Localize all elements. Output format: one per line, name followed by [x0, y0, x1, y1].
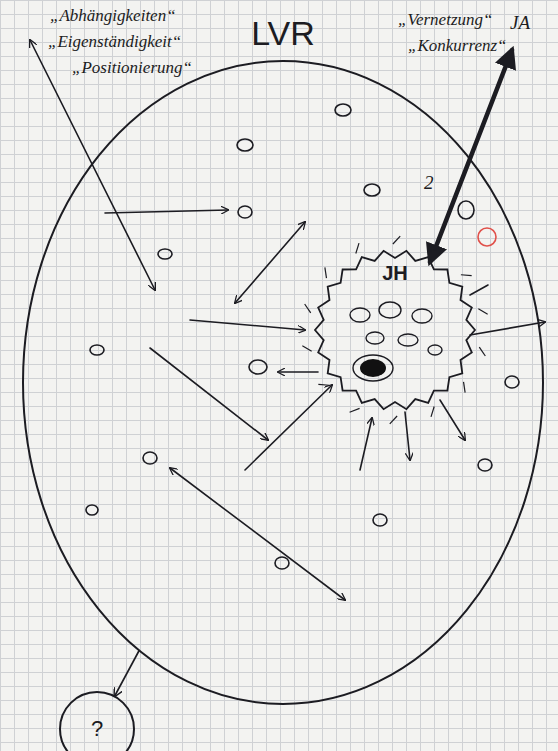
note-label: „Eigenständigkeit“	[48, 32, 181, 52]
red-circle	[478, 228, 496, 246]
connector-arrow	[114, 650, 139, 696]
scribble-tick	[478, 309, 487, 314]
arrow	[405, 412, 410, 460]
region-ellipse-outline	[20, 12, 546, 707]
node-label: ?	[58, 690, 136, 751]
thick-arrow	[430, 50, 512, 262]
scribble-tick	[305, 304, 311, 313]
scribble-tick	[318, 384, 329, 386]
scribble-tick	[302, 346, 311, 351]
scribble-tick	[430, 248, 440, 252]
arrow	[235, 222, 305, 303]
eye-outline	[353, 355, 393, 381]
region-outline	[23, 61, 543, 704]
arrow	[170, 468, 345, 600]
scribble-tick	[356, 243, 359, 253]
doodle-circle	[412, 309, 432, 323]
note-label: 2	[424, 172, 434, 194]
arrow	[470, 322, 545, 335]
doodle-circle	[379, 302, 401, 318]
scribble-tick	[479, 347, 485, 356]
arrow	[190, 320, 305, 330]
scribble-tick	[350, 408, 360, 412]
note-label: „Vernetzung“	[398, 10, 492, 30]
scribble-tick	[464, 382, 466, 393]
arrow	[360, 418, 372, 470]
doodle-circle	[350, 308, 370, 322]
note-label: „Konkurrenz“	[408, 36, 507, 56]
small-circles	[86, 104, 519, 569]
central-cluster: JH	[305, 240, 485, 420]
arrow	[440, 400, 465, 440]
note-label: „Abhängigkeiten“	[50, 6, 176, 26]
doodle-circle	[366, 332, 384, 344]
scribble-tick	[431, 407, 434, 417]
arrow	[245, 385, 332, 470]
doodle-circle	[398, 334, 418, 346]
note-label: JA	[510, 12, 530, 34]
scribble-tick	[390, 416, 397, 424]
scribble-tick	[325, 267, 327, 278]
arrow	[150, 348, 268, 440]
scribble-tick	[393, 236, 400, 244]
note-label: „Positionierung“	[72, 58, 192, 78]
arrow	[470, 285, 488, 295]
eye-pupil	[360, 359, 386, 377]
question-circle: ?	[58, 690, 136, 751]
doodle-circle	[428, 345, 442, 355]
scribble-tick	[461, 274, 472, 276]
arrow	[105, 210, 228, 213]
node-label: JH	[305, 240, 485, 285]
region-ellipse: LVRJH	[20, 12, 546, 707]
arrow	[278, 371, 318, 373]
